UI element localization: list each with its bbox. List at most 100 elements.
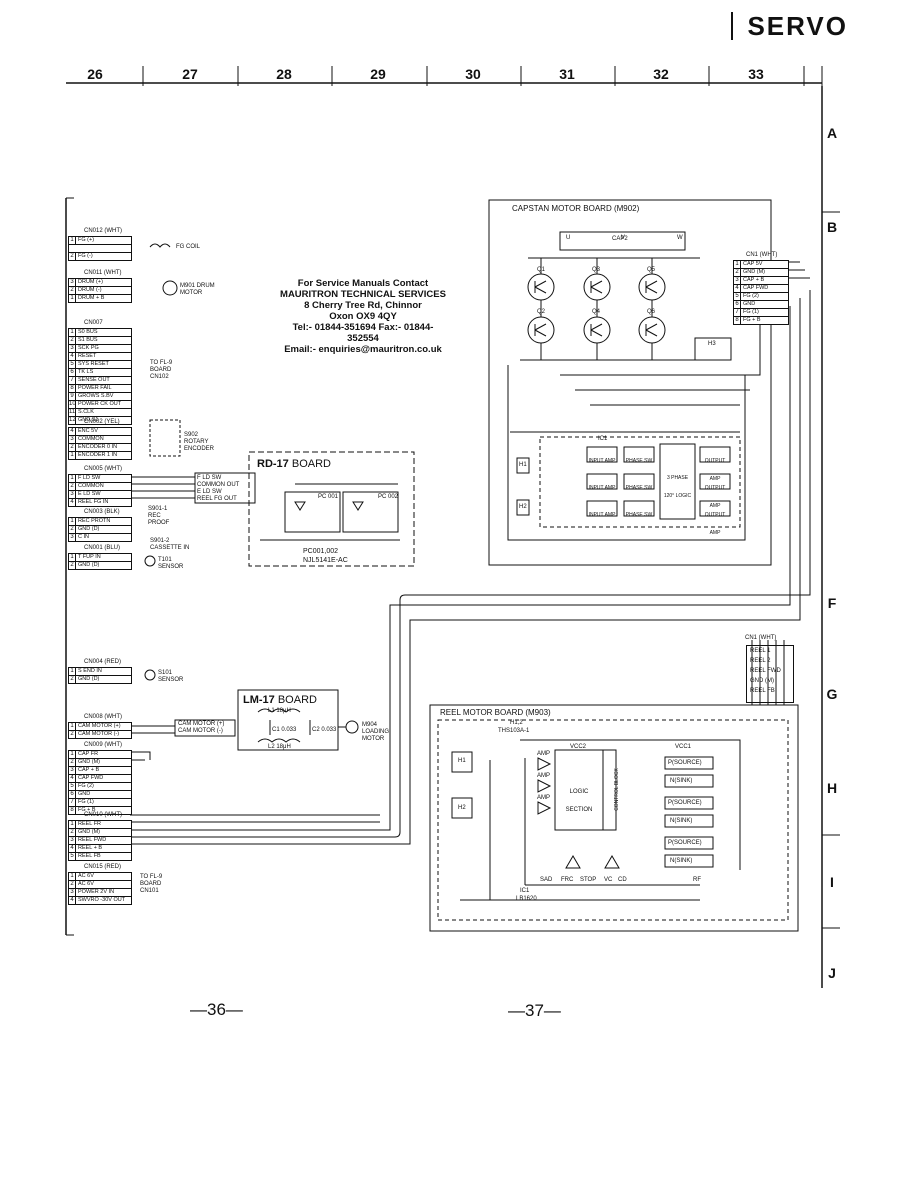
- block-label: PHASE SW: [625, 512, 653, 518]
- loading-motor-label: M904 LOADING MOTOR: [362, 722, 390, 742]
- reel-hall-label: H1,2: [510, 720, 523, 726]
- contact-line-2: MAURITRON TECHNICAL SERVICES: [280, 289, 446, 300]
- pin-number: 4: [69, 897, 76, 904]
- reel-cn1-pin: REEL 2: [750, 658, 771, 664]
- pin-signal: FG (+): [78, 237, 95, 243]
- pin-number: 3: [69, 436, 76, 443]
- q3-label: Q3: [592, 267, 601, 273]
- pin-number: 3: [69, 767, 76, 774]
- pin-number: 4: [69, 353, 76, 360]
- phase-sw-3: PHASE SW: [625, 503, 653, 521]
- input-amp-3: INPUT AMP: [588, 503, 616, 521]
- pin-signal: DRUM (-): [78, 287, 102, 293]
- reel-amp-1: AMP: [537, 751, 551, 757]
- pin-number: 1: [69, 723, 76, 730]
- block-label: OUTPUT AMP: [704, 485, 726, 509]
- q1-label: Q1: [537, 267, 546, 273]
- column-number-33: 33: [748, 66, 764, 82]
- pin-number: 1: [734, 261, 741, 268]
- row-label-h: H: [826, 780, 838, 796]
- drum-motor-label: M901 DRUM MOTOR: [180, 283, 215, 296]
- pin-signal: C IN: [78, 534, 89, 540]
- contact-line-3: 8 Cherry Tree Rd, Chinnor: [304, 300, 422, 311]
- page-number-36: —36—: [190, 1000, 243, 1019]
- pin-signal: GND (D): [78, 562, 100, 568]
- pin-signal: CAP FWD: [78, 775, 104, 781]
- driver-n-sink-3: N(SINK): [670, 858, 693, 864]
- control-block: CONTROL BLOCK: [613, 768, 620, 811]
- column-number-27: 27: [182, 66, 198, 82]
- pin-number: 6: [69, 791, 76, 798]
- pin-rf: RF: [693, 877, 701, 883]
- pin-number: 1: [69, 751, 76, 758]
- pin-number: 5: [69, 853, 76, 860]
- pin-number: 6: [69, 369, 76, 376]
- reel-cn1-pin: REEL 1: [750, 648, 771, 654]
- pin-number: 2: [69, 287, 76, 294]
- pin-signal: FG (1): [78, 799, 94, 805]
- lm17-board-title: LM-17 BOARD: [243, 694, 317, 706]
- pc002-label: PC 002: [378, 494, 399, 500]
- coil-u-label: U: [566, 235, 571, 241]
- pin-signal: REC PROTN: [78, 518, 111, 524]
- lm17-board-name: LM-17: [243, 694, 275, 706]
- cassette-in-switch-label: S901-2 CASSETTE IN: [150, 538, 190, 551]
- pin-number: 3: [69, 889, 76, 896]
- contact-line-1: For Service Manuals Contact: [297, 278, 429, 289]
- pin-number: 7: [734, 309, 741, 316]
- cn005-title: CN005 (WHT): [84, 466, 123, 472]
- row-label-a: A: [826, 125, 838, 141]
- rd17-pin-label: REEL FG OUT: [197, 496, 237, 502]
- block-label: PHASE SW: [625, 458, 653, 464]
- pin-number: 2: [69, 483, 76, 490]
- rd17-board-suffix: BOARD: [291, 458, 331, 470]
- pin-number: 3: [69, 534, 76, 541]
- pin-signal: REEL FG IN: [78, 499, 109, 505]
- column-number-28: 28: [276, 66, 292, 82]
- pin-frc: FRC: [561, 877, 574, 883]
- hall-h1-label: H1: [519, 462, 527, 468]
- pin-signal: SYS RESET: [78, 361, 109, 367]
- pin-signal: POWER CK OUT: [78, 401, 122, 407]
- pin-signal: GND (M): [743, 269, 765, 275]
- reel-amp-3: AMP: [537, 795, 551, 801]
- lm17-l2-label: L2 18μH: [268, 744, 291, 750]
- cn015-title: CN015 (RED): [84, 864, 122, 870]
- block-label: OUTPUT AMP: [704, 512, 726, 536]
- cn012-title: CN012 (WHT): [84, 228, 123, 234]
- row-label-g: G: [826, 686, 838, 702]
- pin-number: 1: [69, 452, 76, 459]
- pin-signal: GND (D): [78, 526, 100, 532]
- pin-number: 1: [69, 518, 76, 525]
- phase-sw-2: PHASE SW: [625, 476, 653, 494]
- driver-n-sink-1: N(SINK): [670, 778, 693, 784]
- pin-number: 2: [69, 881, 76, 888]
- pin-number: 2: [69, 337, 76, 344]
- rotary-encoder-label: S902 ROTARY ENCODER: [184, 432, 215, 452]
